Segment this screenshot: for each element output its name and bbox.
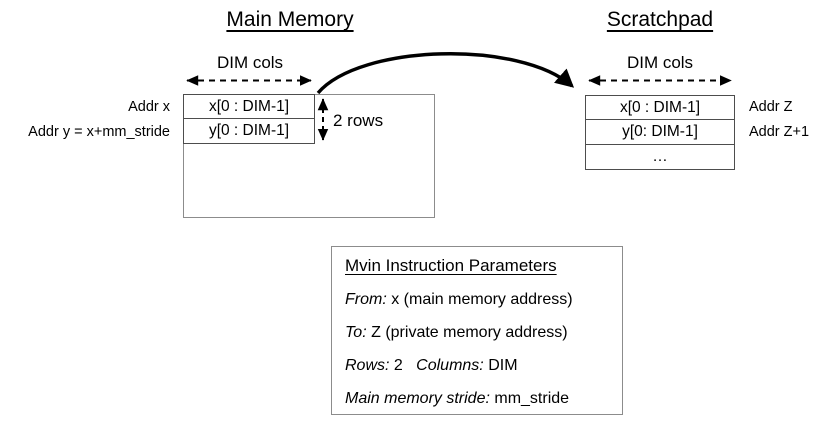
- scratchpad-addr-z-label: Addr Z: [749, 99, 793, 115]
- scratchpad-dim-cols-label: DIM cols: [626, 53, 694, 72]
- mvin-param-rows-columns: Rows: 2 Columns: DIM: [345, 358, 518, 374]
- mvin-param-from-label: From:: [345, 291, 387, 308]
- scratchpad-row-y: y[0: DIM-1]: [585, 120, 735, 145]
- main-memory-dim-cols-label: DIM cols: [216, 53, 284, 72]
- mvin-param-stride: Main memory stride: mm_stride: [345, 391, 569, 407]
- scratchpad-title: Scratchpad: [606, 8, 714, 31]
- mvin-param-to: To: Z (private memory address): [345, 325, 568, 341]
- main-memory-row-y-label: y[0 : DIM-1]: [208, 122, 290, 140]
- mvin-parameters-panel: [331, 246, 623, 415]
- mvin-param-stride-value: mm_stride: [494, 390, 570, 407]
- main-memory-addr-y-label: Addr y = x+mm_stride: [28, 124, 170, 140]
- scratchpad-row-y-label: y[0: DIM-1]: [622, 123, 698, 141]
- mvin-param-to-value: Z (private memory address): [371, 324, 568, 341]
- mvin-parameters-heading: Mvin Instruction Parameters: [345, 256, 557, 275]
- scratchpad-row-ellipsis: …: [585, 145, 735, 170]
- scratchpad-row-x: x[0 : DIM-1]: [585, 95, 735, 120]
- mvin-param-from-value: x (main memory address): [391, 291, 573, 308]
- scratchpad-row-x-label: x[0 : DIM-1]: [619, 98, 701, 116]
- main-memory-rows-annotation: 2 rows: [333, 111, 384, 130]
- mvin-param-rows-label: Rows:: [345, 357, 390, 374]
- mvin-param-stride-label: Main memory stride:: [345, 390, 490, 407]
- main-memory-row-y: y[0 : DIM-1]: [183, 119, 315, 144]
- scratchpad-row-ellipsis-label: …: [652, 148, 668, 166]
- scratchpad-addr-z1-label: Addr Z+1: [749, 124, 810, 140]
- mvin-transfer-arrow: [316, 52, 575, 95]
- main-memory-row-x-label: x[0 : DIM-1]: [208, 97, 290, 115]
- mvin-param-to-label: To:: [345, 324, 367, 341]
- main-memory-addr-x-label: Addr x: [128, 99, 170, 115]
- mvin-param-rows-value: 2: [393, 357, 403, 374]
- mvin-param-columns-label: Columns:: [416, 357, 484, 374]
- mvin-param-columns-value: DIM: [488, 357, 518, 374]
- main-memory-row-x: x[0 : DIM-1]: [183, 94, 315, 119]
- mvin-param-from: From: x (main memory address): [345, 292, 573, 308]
- main-memory-title: Main Memory: [226, 8, 354, 31]
